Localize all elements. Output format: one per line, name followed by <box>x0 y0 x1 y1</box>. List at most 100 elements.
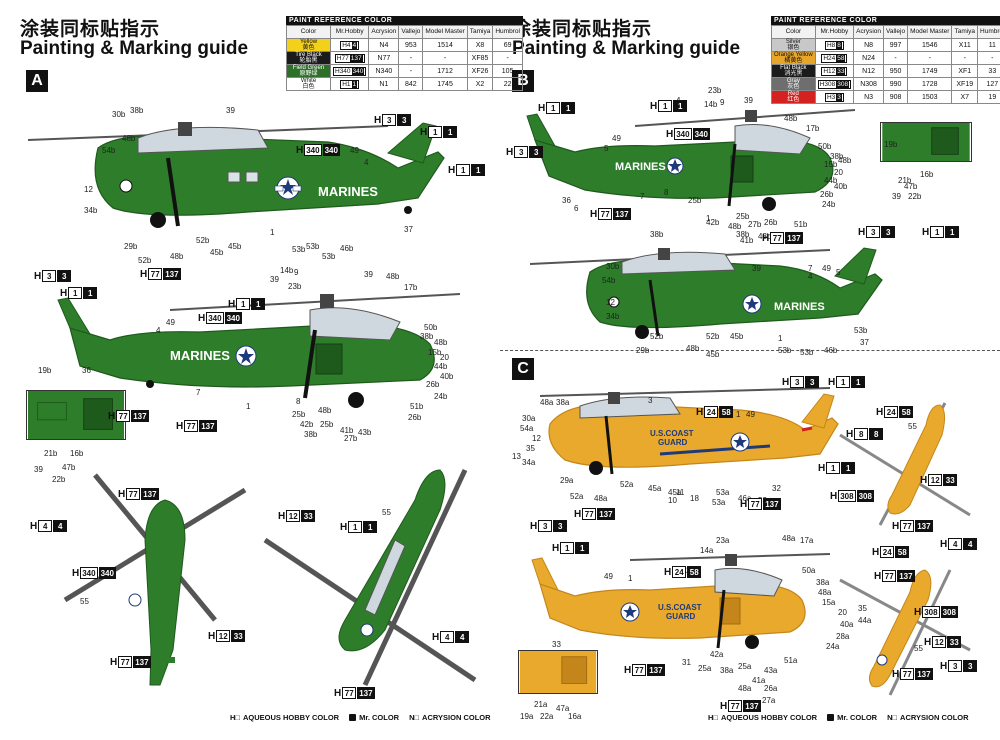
table-header-cell: Vallejo <box>883 25 909 39</box>
page-title-en-right: Painting & Marking guide <box>512 38 741 59</box>
mr-color-code: 33 <box>947 636 962 648</box>
aqueous-code: 77 <box>598 208 613 220</box>
part-callout: 38a <box>720 666 734 675</box>
aqueous-prefix: H <box>420 126 428 138</box>
canopy <box>734 124 811 155</box>
detail-inset-b <box>880 122 972 162</box>
part-callout: 19b <box>884 140 898 149</box>
mr-color-icon <box>349 714 357 721</box>
aqueous-code: 77 <box>342 687 357 699</box>
part-callout: 31 <box>682 658 691 667</box>
color-legend-right: H□AQUEOUS HOBBY COLOR Mr. COLOR N□ACRYSI… <box>708 713 969 722</box>
aqueous-code: 1 <box>658 100 673 112</box>
part-callout: 54a <box>520 424 534 433</box>
mr-color-code: 308 <box>940 606 958 618</box>
mr-color-code: 3 <box>963 660 978 672</box>
part-callout: 27a <box>762 696 776 705</box>
part-callout: 45a <box>648 484 662 493</box>
aqueous-prefix: H <box>762 232 770 244</box>
part-callout: 48b <box>318 406 332 415</box>
wheel <box>150 212 166 228</box>
part-callout: 27b <box>748 220 762 229</box>
aqueous-code: 3 <box>42 270 57 282</box>
mr-color-code: 340 <box>98 567 116 579</box>
part-callout: 27b <box>344 434 358 443</box>
section-label-a: A <box>26 70 48 92</box>
cabin-door <box>315 343 343 375</box>
aqueous-code: 24 <box>704 406 719 418</box>
part-callout: 43b <box>358 428 372 437</box>
part-callout: 39 <box>892 192 901 201</box>
part-callout: 30a <box>522 414 536 423</box>
nose-marking <box>608 296 620 308</box>
aqueous-prefix: H <box>334 687 342 699</box>
aqueous-prefix: H <box>818 462 826 474</box>
aqueous-prefix: H <box>506 146 514 158</box>
aqueous-code: 77 <box>900 520 915 532</box>
mr-color-code: 137 <box>785 232 803 244</box>
part-callout: 14a <box>700 546 714 555</box>
aqueous-code: 77 <box>126 488 141 500</box>
table-header-cell: Humbrol <box>977 25 1000 39</box>
part-callout: 43b <box>758 232 772 241</box>
part-callout: 36 <box>82 366 91 375</box>
part-callout: 4 <box>364 158 369 167</box>
part-callout: 26a <box>764 684 778 693</box>
part-callout: 53b <box>854 326 868 335</box>
part-callout: 22a <box>540 712 554 721</box>
aqueous-code: 4 <box>440 631 455 643</box>
aqueous-code: 77 <box>582 508 597 520</box>
part-callout: 9 <box>294 268 299 277</box>
fuselage <box>533 139 834 199</box>
table-cell-humbrol: 33 <box>977 64 1000 78</box>
aqueous-code: 77 <box>770 232 785 244</box>
table-cell-vallejo: 953 <box>398 38 424 52</box>
heli-c-side-left: U.S.COAST GUARD <box>540 387 839 475</box>
tail-fin <box>834 247 877 285</box>
part-callout: 14b <box>280 266 294 275</box>
mr-color-code: 137 <box>763 498 781 510</box>
aqueous-prefix: H <box>296 144 304 156</box>
part-callout: 38b <box>304 430 318 439</box>
table-cell-humbrol: 69 <box>492 38 523 52</box>
canopy <box>714 567 783 597</box>
mr-color-code: 1 <box>575 542 590 554</box>
mr-color-code: 1 <box>443 126 458 138</box>
part-callout: 55 <box>80 597 89 606</box>
part-callout: 45a <box>668 488 682 497</box>
mr-color-code: 1 <box>251 298 266 310</box>
tail-wheel <box>146 380 154 388</box>
mr-color-code: 137 <box>199 420 217 432</box>
part-callout: 12 <box>606 298 615 307</box>
mr-color-code: 4 <box>455 631 470 643</box>
coast-guard-lettering-2: GUARD <box>658 438 688 447</box>
part-callout: 24b <box>822 200 836 209</box>
part-callout: 4 <box>156 326 161 335</box>
aqueous-prefix: H <box>340 521 348 533</box>
acrysion-code: N24 <box>853 51 885 65</box>
part-callout: 45b <box>228 242 242 251</box>
part-callout: 8 <box>664 188 669 197</box>
aqueous-code: 1 <box>236 298 251 310</box>
part-callout: 26b <box>426 380 440 389</box>
